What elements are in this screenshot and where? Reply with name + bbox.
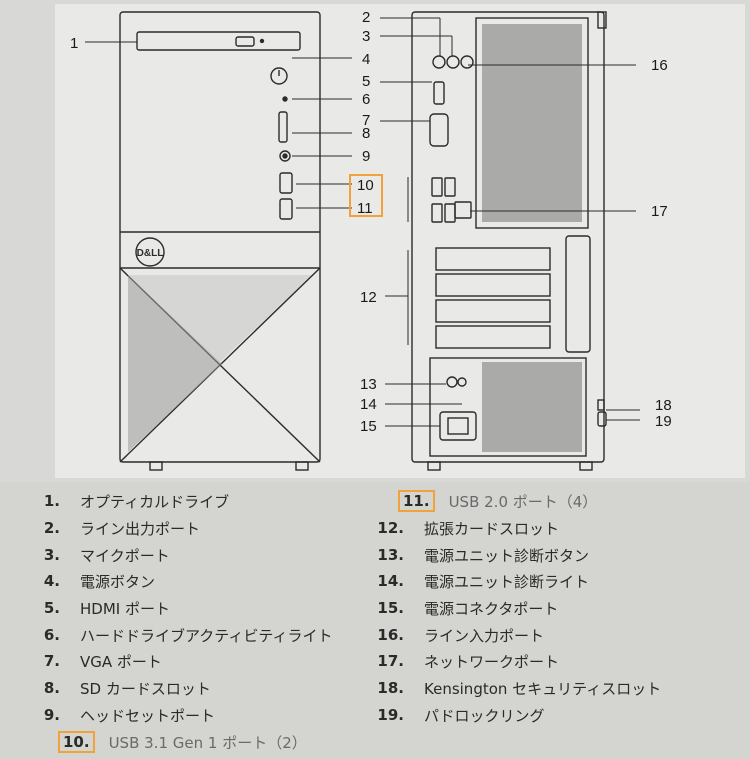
callout-1: 1	[70, 35, 78, 52]
padlock-ring	[597, 411, 607, 427]
usb-port-rear	[431, 203, 443, 223]
sd-card-slot	[278, 111, 288, 143]
callout-16: 16	[651, 57, 668, 74]
legend-item-8: 8.SD カードスロット	[43, 679, 211, 698]
psu-diagnostic-light	[457, 377, 467, 387]
usb-port-rear	[444, 177, 456, 197]
kensington-slot	[597, 399, 605, 411]
expansion-slot	[435, 273, 551, 297]
callout-3: 3	[362, 28, 370, 45]
logo-text: D&LL	[137, 248, 164, 259]
legend-item-12: 12.拡張カードスロット	[377, 519, 560, 538]
callout-18: 18	[655, 397, 672, 414]
power-button-icon	[270, 67, 288, 85]
line-out-port-icon	[432, 55, 446, 69]
callout-10: 10	[357, 177, 374, 194]
expansion-slot	[435, 299, 551, 323]
mic-port-icon	[446, 55, 460, 69]
expansion-slot	[435, 325, 551, 349]
computer-ports-diagram: D&LL	[55, 4, 745, 478]
legend-item-5: 5.HDMI ポート	[43, 599, 170, 618]
legend-item-10: 10.USB 3.1 Gen 1 ポート（2）	[58, 729, 307, 755]
optical-drive	[136, 31, 301, 51]
callout-2: 2	[362, 9, 370, 26]
callout-15: 15	[360, 418, 377, 435]
callout-8: 8	[362, 125, 370, 142]
callout-7: 7	[362, 112, 370, 129]
legend-item-18: 18.Kensington セキュリティスロット	[377, 679, 662, 698]
usb-port-rear	[431, 177, 443, 197]
callout-highlight	[349, 174, 383, 217]
hdmi-port	[433, 81, 445, 105]
callout-6: 6	[362, 91, 370, 108]
legend-item-2: 2.ライン出力ポート	[43, 519, 201, 538]
callout-leaders	[85, 17, 640, 427]
legend-item-6: 6.ハードドライブアクティビティライト	[43, 626, 333, 645]
callout-19: 19	[655, 413, 672, 430]
callout-labels: 1 2 3 4 5 6 7 8 9 10 11 12 13 14 15 16 1…	[70, 9, 672, 435]
legend-item-9: 9.ヘッドセットポート	[43, 706, 216, 725]
callout-11: 11	[357, 200, 373, 217]
usb-port-front	[279, 198, 293, 220]
callout-14: 14	[360, 396, 377, 413]
network-port	[454, 201, 472, 219]
dell-logo	[135, 237, 165, 267]
legend-item-15: 15.電源コネクタポート	[377, 599, 559, 618]
legend-item-3: 3.マイクポート	[43, 546, 170, 565]
legend-item-1: 1.オプティカルドライブ	[43, 492, 230, 511]
callout-9: 9	[362, 148, 370, 165]
vent-grid	[482, 24, 582, 452]
legend-item-16: 16.ライン入力ポート	[377, 626, 545, 645]
callout-12: 12	[360, 289, 377, 306]
psu-diagnostic-button	[446, 376, 458, 388]
callout-4: 4	[362, 51, 370, 68]
legend-item-14: 14.電源ユニット診断ライト	[377, 572, 590, 591]
callout-17: 17	[651, 203, 668, 220]
legend-item-7: 7.VGA ポート	[43, 652, 162, 671]
vga-port	[429, 113, 449, 147]
line-in-port-icon	[460, 55, 474, 69]
expansion-slot	[435, 247, 551, 271]
legend-item-13: 13.電源ユニット診断ボタン	[377, 546, 590, 565]
legend: 1.オプティカルドライブ 2.ライン出力ポート 3.マイクポート 4.電源ボタン…	[0, 482, 750, 759]
usb-port-front	[279, 172, 293, 194]
legend-item-11: 11.USB 2.0 ポート（4）	[398, 488, 597, 514]
legend-item-19: 19.パドロックリング	[377, 706, 545, 725]
legend-item-4: 4.電源ボタン	[43, 572, 156, 591]
legend-item-17: 17.ネットワークポート	[377, 652, 560, 671]
back-view	[411, 11, 607, 471]
callout-5: 5	[362, 73, 370, 90]
headset-port-icon	[279, 150, 291, 162]
callout-13: 13	[360, 376, 377, 393]
